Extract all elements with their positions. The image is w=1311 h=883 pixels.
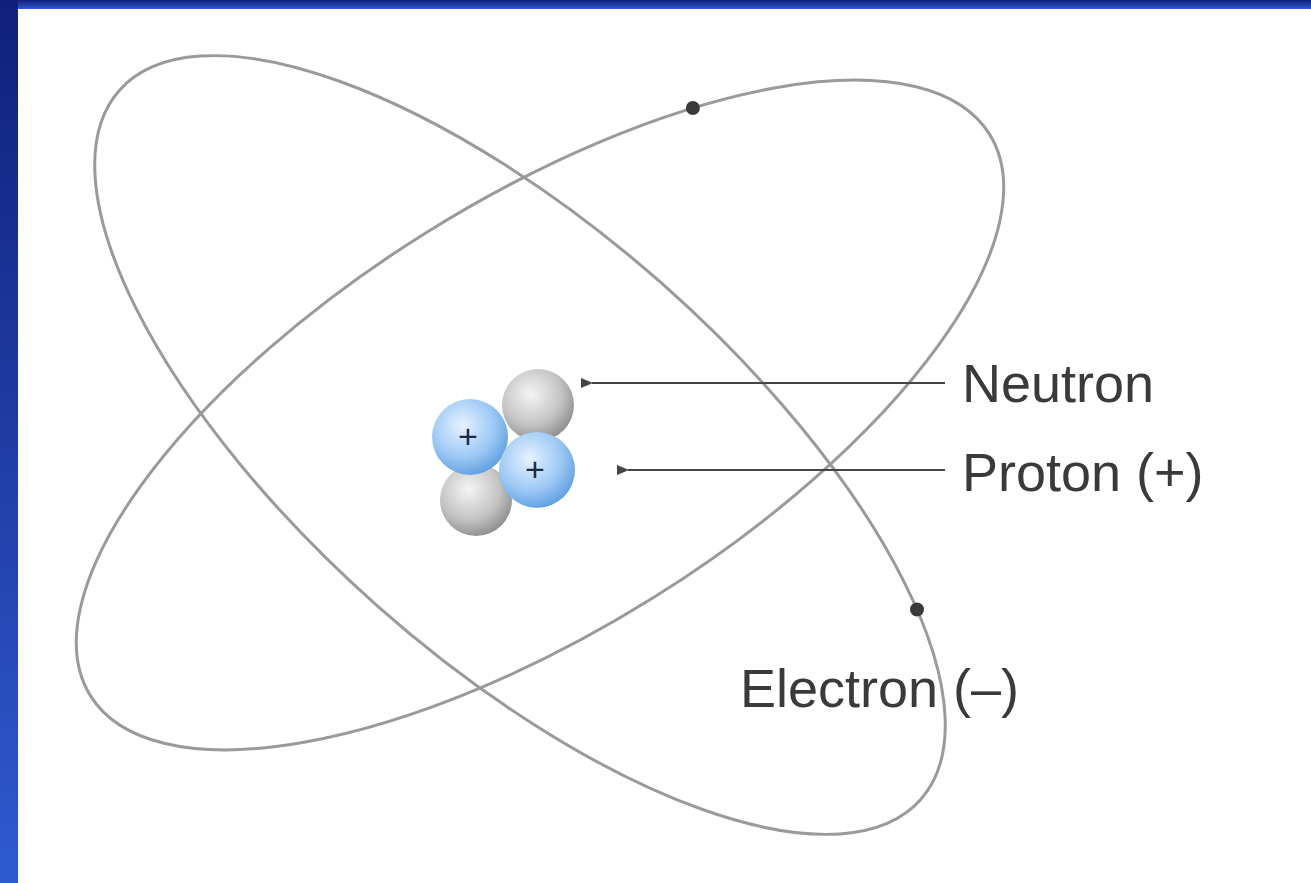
part-label: Neutron bbox=[962, 356, 1154, 410]
electron-dot bbox=[910, 603, 924, 617]
charge-sign: + bbox=[458, 419, 478, 453]
part-label: Proton (+) bbox=[962, 445, 1204, 499]
proton-sphere bbox=[499, 432, 575, 508]
leader-arrow bbox=[628, 469, 945, 471]
charge-sign: + bbox=[525, 452, 545, 486]
slide-left-band bbox=[0, 0, 18, 883]
slide-top-band bbox=[0, 0, 1311, 9]
proton-sphere bbox=[432, 399, 508, 475]
electron-orbit bbox=[0, 0, 1063, 883]
leader-arrow bbox=[592, 382, 945, 384]
electron-orbit bbox=[0, 0, 1103, 878]
neutron-sphere bbox=[502, 369, 574, 441]
electron-dot bbox=[686, 101, 700, 115]
part-label: Electron (–) bbox=[740, 661, 1019, 715]
